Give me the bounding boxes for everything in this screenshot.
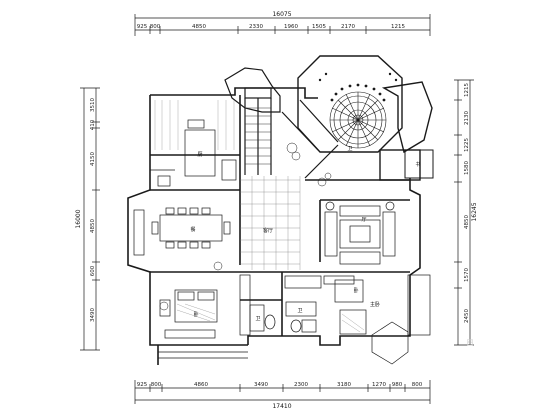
dimension-right: 2130 (464, 111, 470, 125)
room-label: 卧 (353, 287, 358, 294)
dimension-bottom: 2300 (294, 382, 308, 388)
dimension-top: 2170 (341, 24, 355, 30)
dimension-left: 3510 (90, 98, 96, 112)
dimension-right: 1570 (464, 268, 470, 282)
room-label: 餐 (190, 226, 195, 233)
dimension-bottom: 3180 (337, 382, 351, 388)
dimension-left: 600 (90, 265, 96, 276)
dimension-right: 2450 (464, 309, 470, 323)
dimension-top: 1215 (391, 24, 405, 30)
dimension-top: 800 (150, 24, 161, 30)
dimension-bottom: 800 (151, 382, 162, 388)
dimension-bottom: 3490 (254, 382, 268, 388)
dimension-right-total: 16245 (471, 202, 478, 221)
dimension-top: 1505 (312, 24, 326, 30)
room-label: 卫 (255, 316, 260, 322)
dimension-left: 4150 (90, 152, 96, 166)
room-label: 书 (415, 161, 420, 168)
room-label: 卫 (347, 146, 352, 152)
dimension-left: 3490 (90, 308, 96, 322)
room-label: 主卧 (370, 301, 380, 308)
dimension-top-total: 16075 (272, 11, 291, 18)
room-label: 客厅 (263, 227, 273, 234)
room-label: 厅 (361, 217, 366, 223)
dimension-left: 4850 (90, 219, 96, 233)
dimension-bottom: 800 (412, 382, 423, 388)
dimension-right: 1225 (464, 138, 470, 152)
watermark: 图 (467, 339, 474, 347)
dimension-right: 1580 (464, 161, 470, 175)
dimension-left-total: 16000 (75, 209, 82, 228)
dimension-bottom: 925 (137, 382, 148, 388)
room-label: 卧 (193, 311, 198, 318)
dimension-left: 410 (90, 119, 96, 130)
dimension-bottom: 4860 (194, 382, 208, 388)
dimension-bottom-total: 17410 (272, 403, 291, 410)
dimension-top: 1960 (284, 24, 298, 30)
room-label: 卫 (297, 308, 302, 314)
dimension-top: 4850 (192, 24, 206, 30)
dimension-bottom: 1270 (372, 382, 386, 388)
dimension-right: 1215 (464, 83, 470, 97)
room-label: 厨 (197, 152, 202, 158)
dimension-top: 925 (137, 24, 148, 30)
dimension-right: 4850 (464, 215, 470, 229)
dimension-top: 2330 (249, 24, 263, 30)
dimension-bottom: 980 (392, 382, 403, 388)
